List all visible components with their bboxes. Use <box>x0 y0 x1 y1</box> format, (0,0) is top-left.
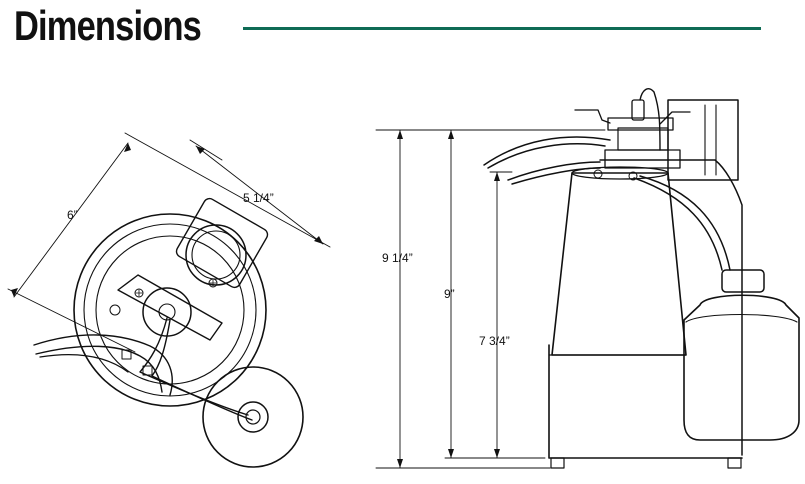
dim-line-5-1-4 <box>195 145 324 245</box>
discharge-port <box>175 197 269 289</box>
pump-housing-outline <box>73 213 267 407</box>
dim-label-9-1-4: 9 1/4” <box>382 251 413 265</box>
dim-label-6: 6” <box>67 208 78 222</box>
float-switch-top <box>202 366 304 468</box>
page-title: Dimensions <box>14 2 202 49</box>
pump-base <box>548 344 743 459</box>
dim-label-9: 9” <box>444 287 455 301</box>
dim-label-7-3-4: 7 3/4” <box>479 334 510 348</box>
float-switch-side <box>721 269 765 293</box>
title-rule <box>243 27 761 30</box>
top-view: 6” 5 1/4” <box>7 132 331 468</box>
dim-label-5-1-4: 5 1/4” <box>243 191 274 205</box>
handle-bracket <box>117 274 223 341</box>
dim-line-6 <box>13 142 129 298</box>
motor-housing <box>551 172 687 356</box>
side-view: 9 1/4” 9” 7 3/4” <box>375 88 800 469</box>
